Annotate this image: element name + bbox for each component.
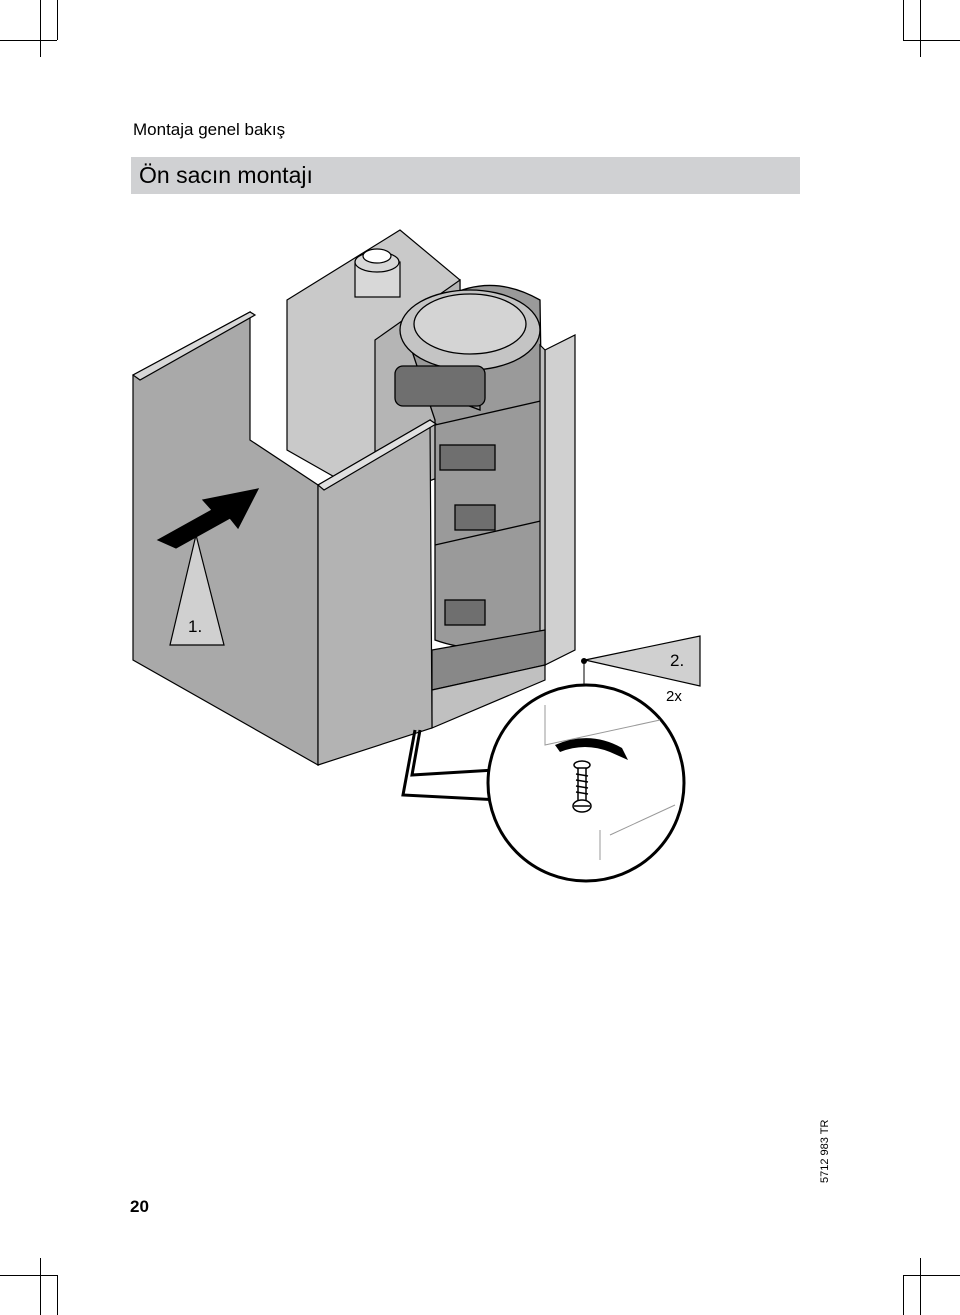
front-panel [316,418,438,766]
storage-tank [394,284,546,649]
page-number: 20 [130,1197,149,1216]
assembly-illustration: 1. 2. 2x [131,229,701,883]
flue-connector [354,248,401,298]
section-header: Montaja genel bakış [133,120,286,139]
detail-magnifier [486,683,686,883]
push-arrow [156,488,260,549]
page-title: Ön sacın montajı [139,162,313,188]
screw-icon [572,767,592,813]
step1-callout [169,534,225,646]
side-rail [539,334,576,667]
document-code: 5712 983 TR [819,1119,831,1183]
step2-count: 2x [666,688,682,705]
detail-connector [401,729,501,802]
step1-label: 1. [188,617,202,636]
step2-label: 2. [670,651,684,670]
title-bar: Ön sacın montajı [131,157,800,194]
